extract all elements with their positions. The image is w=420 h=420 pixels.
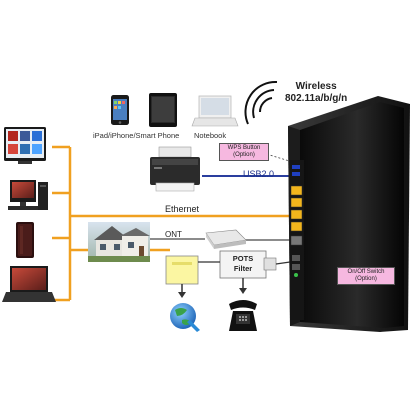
notebook-computer	[191, 95, 239, 127]
wireless-signal-icon	[244, 80, 278, 125]
game-console	[16, 222, 34, 258]
pots-filter-label: POTS Filter	[222, 254, 264, 274]
on-off-callout-note: (Option)	[355, 276, 377, 282]
router	[288, 96, 410, 332]
pots-filter-line1: POTS	[232, 254, 254, 263]
fax-note-icon	[165, 255, 199, 298]
pots-filter-line2: Filter	[233, 264, 253, 273]
wireless-label: Wireless 802.11a/b/g/n	[285, 81, 347, 105]
smart-tv	[4, 127, 46, 164]
internet-globe-icon	[170, 303, 200, 332]
wireless-title: Wireless	[295, 81, 337, 92]
telephone-icon	[229, 300, 257, 331]
printer	[150, 146, 200, 192]
wireless-standard: 802.11a/b/g/n	[285, 93, 348, 104]
wps-callout-title: WPS Button	[227, 145, 261, 151]
wps-callout-note: (Option)	[233, 152, 255, 158]
house-image	[88, 222, 150, 262]
ethernet-label: Ethernet	[165, 204, 200, 214]
phone-tablet-label: iPad/iPhone/Smart Phone	[93, 131, 180, 140]
usb-label: USB2.0	[243, 169, 275, 179]
client-bracket	[52, 145, 72, 302]
on-off-callout-title: On/Off Switch	[347, 269, 385, 275]
tablet	[149, 93, 177, 127]
ont-label: ONT	[165, 230, 182, 239]
desktop-computer	[8, 180, 48, 210]
ont-device	[205, 229, 247, 249]
smartphone	[111, 95, 129, 125]
laptop-computer	[2, 266, 56, 302]
pots-filter-box	[198, 250, 291, 294]
on-off-switch-callout: On/Off Switch (Option)	[337, 267, 395, 285]
notebook-label: Notebook	[194, 131, 227, 140]
wps-button-callout: WPS Button (Option)	[219, 143, 269, 161]
